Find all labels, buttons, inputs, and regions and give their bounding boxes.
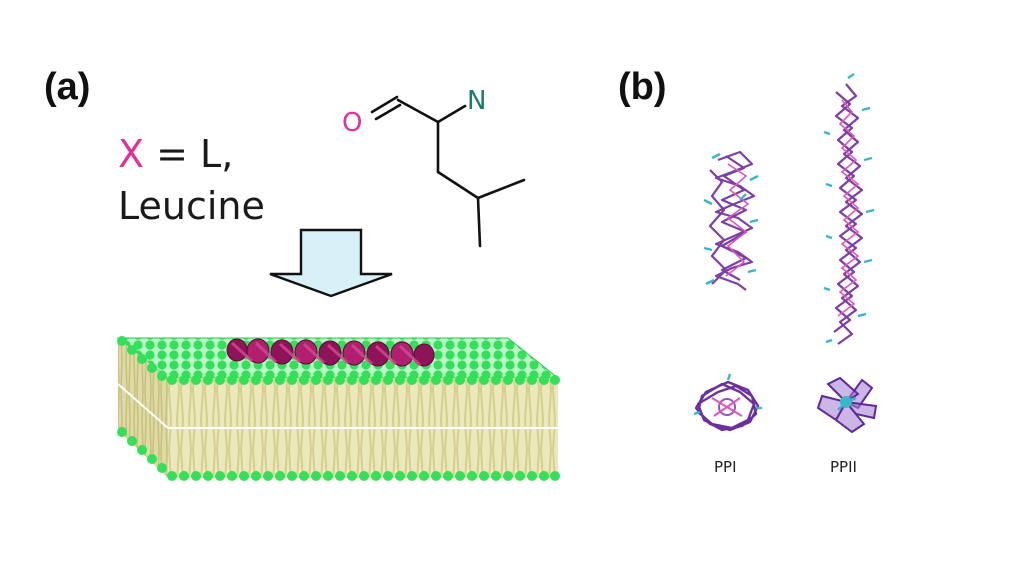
nitrogen-atom: N xyxy=(467,86,487,116)
carbonyl-bond-1 xyxy=(370,95,399,114)
panel-a-label: (a) xyxy=(44,66,91,108)
carbonyl-bond-2 xyxy=(374,103,402,121)
bond-c1-ca xyxy=(396,98,440,124)
equation-rest: = L, xyxy=(144,132,234,176)
top-headgroups xyxy=(167,375,560,385)
bond-ca-n xyxy=(436,104,467,124)
residue-name: Leucine xyxy=(118,184,265,228)
panel-b-label: (b) xyxy=(618,66,667,108)
equation-line: X = L, xyxy=(118,132,233,176)
ppi-label: PPI xyxy=(714,458,737,476)
equation-x: X xyxy=(118,132,145,176)
ppii-label: PPII xyxy=(830,458,857,476)
bond-cb-cg xyxy=(436,170,480,200)
bottom-headgroups xyxy=(117,427,560,481)
bond-cg-cd1 xyxy=(476,178,526,200)
oxygen-atom: O xyxy=(342,108,363,138)
bond-cg-cd2 xyxy=(476,196,482,248)
